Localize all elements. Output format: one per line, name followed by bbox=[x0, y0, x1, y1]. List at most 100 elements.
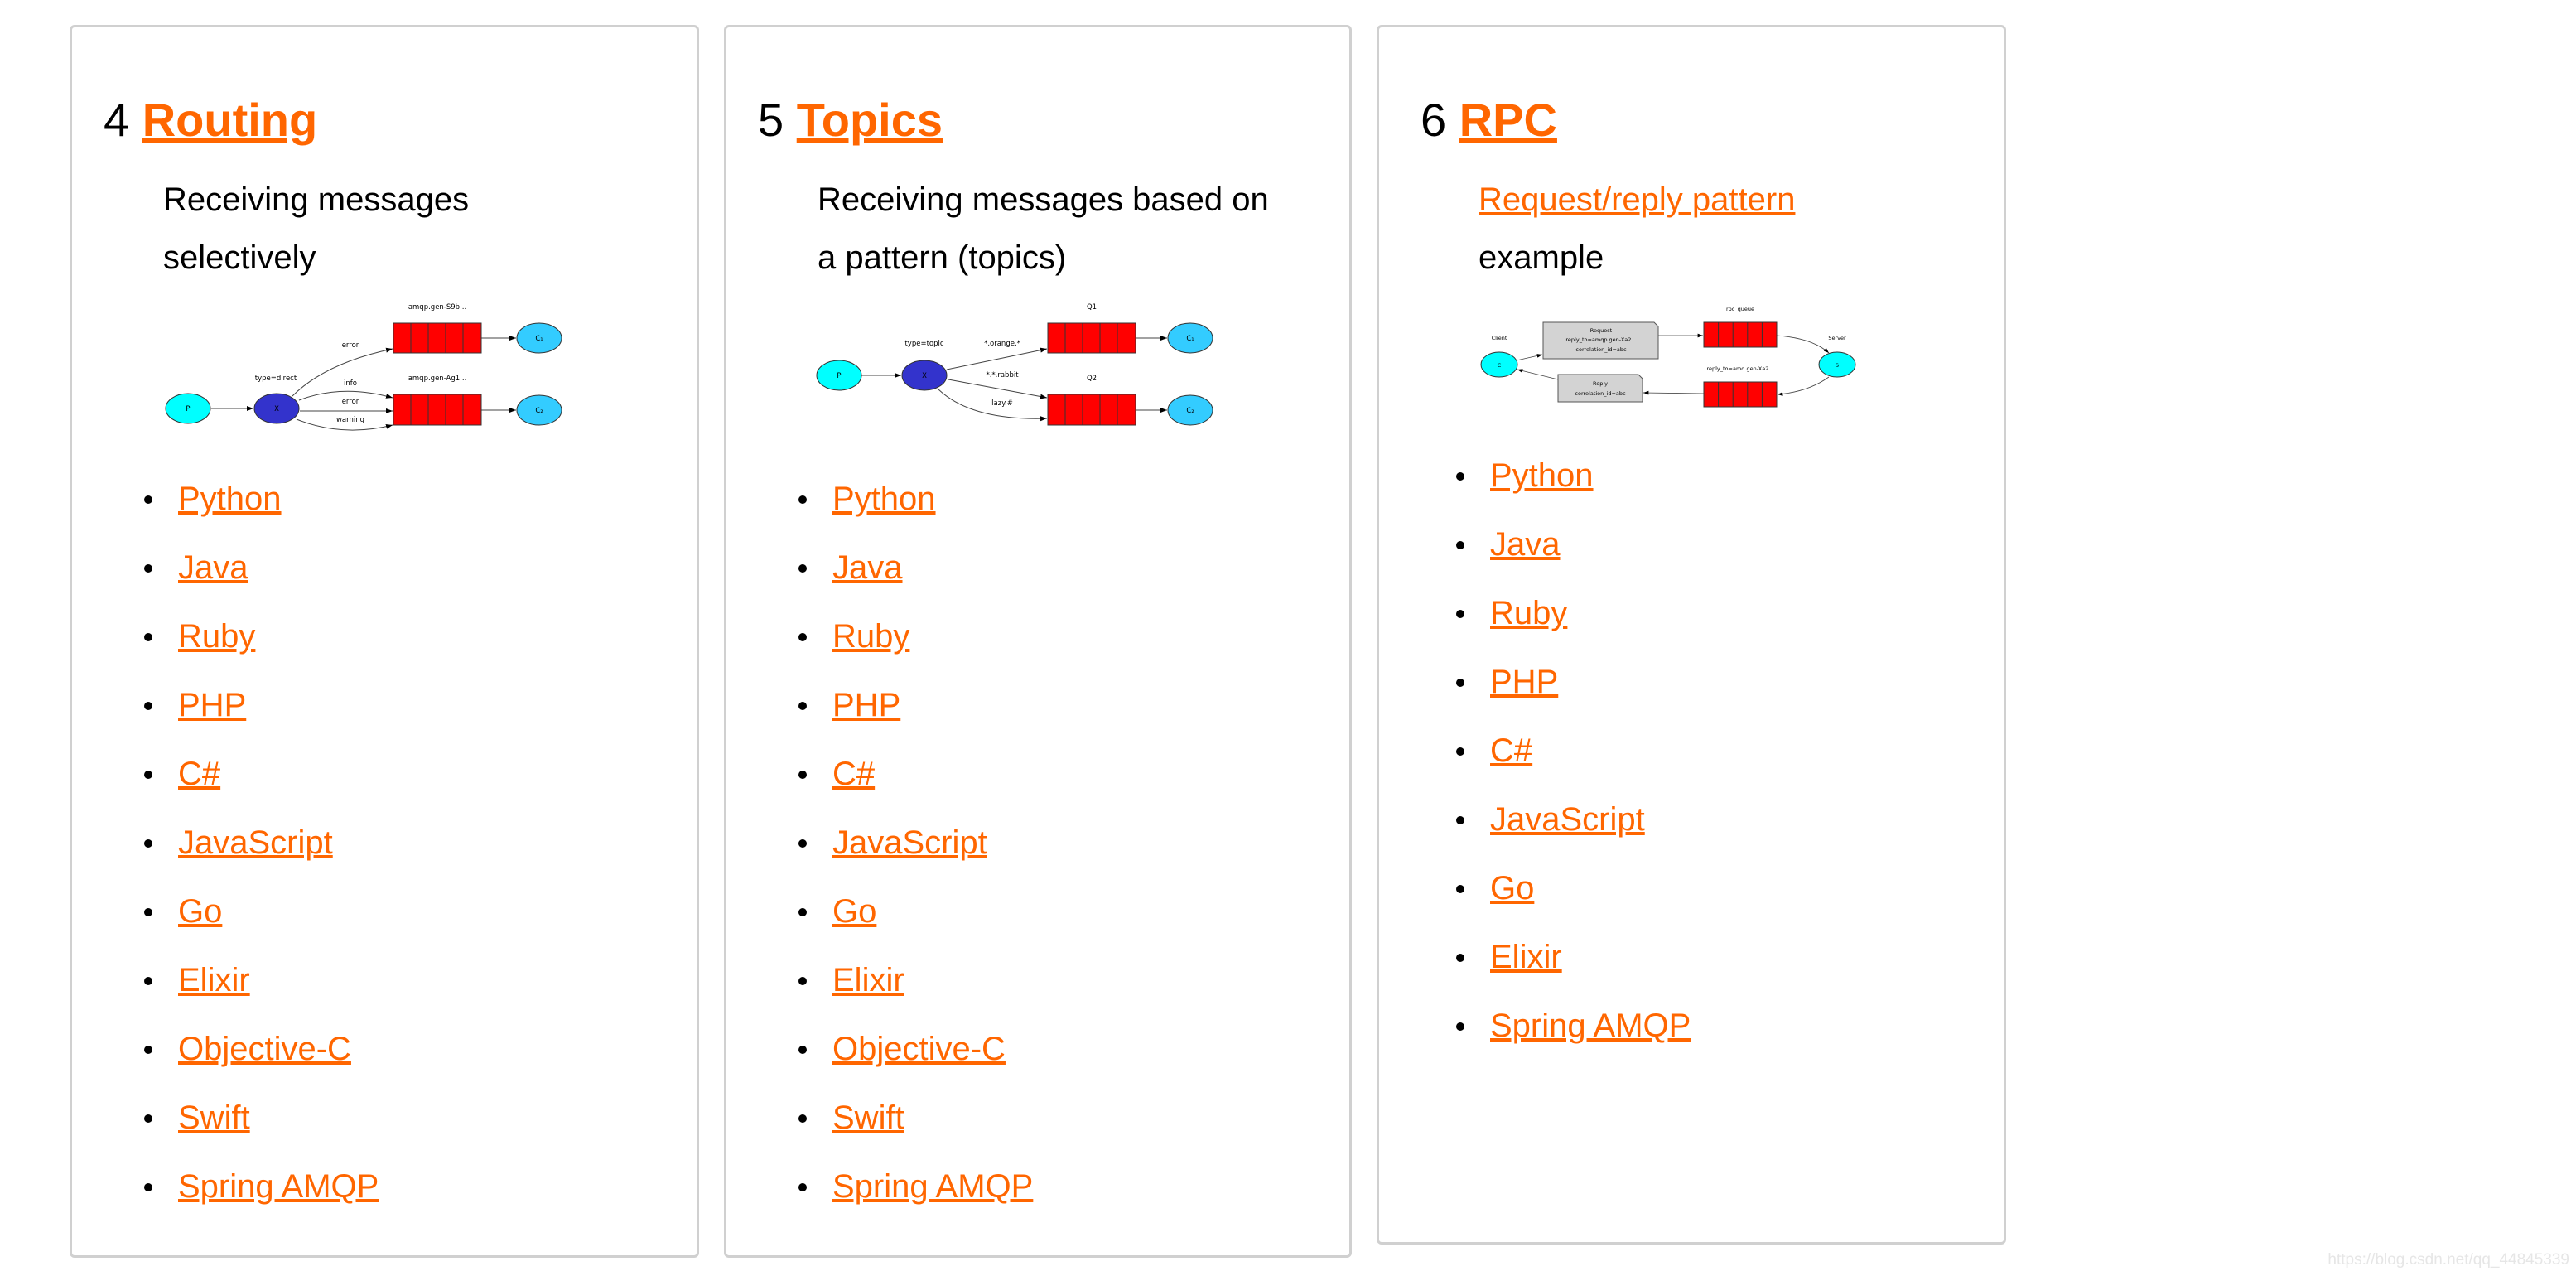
link-elixir[interactable]: Elixir bbox=[832, 962, 904, 998]
list-item: JavaScript bbox=[1384, 785, 1691, 854]
list-item: Elixir bbox=[726, 946, 1033, 1015]
reply-note-line: Reply bbox=[1593, 380, 1608, 387]
link-php[interactable]: PHP bbox=[832, 687, 901, 723]
link-spring-amqp[interactable]: Spring AMQP bbox=[832, 1168, 1034, 1205]
language-list: Python Java Ruby PHP C# JavaScript Go El… bbox=[726, 465, 1033, 1221]
exchange-type-label: type=direct bbox=[255, 375, 297, 383]
link-python[interactable]: Python bbox=[178, 481, 282, 517]
link-php[interactable]: PHP bbox=[178, 687, 247, 723]
link-go[interactable]: Go bbox=[832, 893, 877, 930]
request-note-line: correlation_id=abc bbox=[1575, 346, 1627, 353]
tutorial-number: 4 bbox=[104, 94, 130, 146]
link-javascript[interactable]: JavaScript bbox=[178, 824, 333, 861]
list-item: Python bbox=[726, 465, 1033, 534]
rpc-diagram: C Client S Server Request reply_to=amqp.… bbox=[1480, 306, 1856, 408]
list-item: C# bbox=[72, 740, 379, 809]
list-item: Objective-C bbox=[72, 1015, 379, 1084]
binding-label: error bbox=[342, 398, 359, 406]
list-item: Elixir bbox=[72, 946, 379, 1015]
list-item: C# bbox=[726, 740, 1033, 809]
request-note bbox=[1542, 321, 1659, 360]
link-objective-c[interactable]: Objective-C bbox=[832, 1031, 1006, 1067]
link-objective-c[interactable]: Objective-C bbox=[178, 1031, 351, 1067]
list-item: Java bbox=[726, 534, 1033, 602]
link-go[interactable]: Go bbox=[1490, 870, 1535, 906]
consumer-2-label: C₂ bbox=[1186, 407, 1194, 415]
list-item: JavaScript bbox=[726, 809, 1033, 877]
link-elixir[interactable]: Elixir bbox=[1490, 939, 1562, 975]
routing-diagram: P X C₁ C₂ amqp.gen-S9b... amqp.gen-Ag1..… bbox=[165, 303, 562, 431]
binding-label: warning bbox=[336, 416, 364, 424]
tutorial-card-topics: 5 Topics Receiving messages based on a p… bbox=[724, 25, 1352, 1258]
tutorial-card-routing: 4 Routing Receiving messages selectively… bbox=[70, 25, 699, 1258]
link-python[interactable]: Python bbox=[1490, 457, 1594, 494]
tutorial-card-rpc: 6 RPC Request/reply pattern example C Cl… bbox=[1377, 25, 2006, 1245]
binding-label: error bbox=[342, 341, 359, 350]
list-item: Elixir bbox=[1384, 923, 1691, 992]
list-item: Go bbox=[726, 877, 1033, 946]
link-ruby[interactable]: Ruby bbox=[1490, 595, 1568, 631]
server-node-label: S bbox=[1836, 362, 1839, 369]
queue-2-label: amqp.gen-Ag1... bbox=[408, 375, 467, 383]
binding-label: *.orange.* bbox=[984, 340, 1020, 348]
link-swift[interactable]: Swift bbox=[178, 1100, 250, 1136]
watermark: https://blog.csdn.net/qq_44845339 bbox=[2328, 1251, 2569, 1269]
list-item: Python bbox=[72, 465, 379, 534]
link-javascript[interactable]: JavaScript bbox=[1490, 801, 1645, 838]
binding-label: lazy.# bbox=[991, 399, 1013, 408]
topics-title-link[interactable]: Topics bbox=[796, 94, 943, 146]
exchange-node bbox=[901, 360, 948, 391]
queue-1-label: amqp.gen-S9b... bbox=[408, 303, 466, 312]
list-item: C# bbox=[1384, 717, 1691, 785]
link-go[interactable]: Go bbox=[178, 893, 223, 930]
producer-label: P bbox=[837, 372, 841, 380]
list-item: Spring AMQP bbox=[726, 1153, 1033, 1221]
reply-note-line: correlation_id=abc bbox=[1575, 390, 1626, 397]
language-list: Python Java Ruby PHP C# JavaScript Go El… bbox=[1384, 442, 1691, 1061]
queue-q2 bbox=[1047, 394, 1136, 426]
consumer-2-node bbox=[516, 394, 562, 426]
link-python[interactable]: Python bbox=[832, 481, 936, 517]
queue-q1-label: Q1 bbox=[1087, 303, 1097, 312]
link-spring-amqp[interactable]: Spring AMQP bbox=[1490, 1008, 1691, 1044]
producer-label: P bbox=[186, 405, 190, 413]
exchange-label: X bbox=[274, 405, 279, 413]
exchange-node bbox=[253, 393, 300, 424]
link-csharp[interactable]: C# bbox=[1490, 732, 1533, 769]
link-ruby[interactable]: Ruby bbox=[178, 618, 256, 655]
link-swift[interactable]: Swift bbox=[832, 1100, 904, 1136]
link-javascript[interactable]: JavaScript bbox=[832, 824, 987, 861]
routing-title-link[interactable]: Routing bbox=[142, 94, 318, 146]
topics-diagram: P X C₁ C₂ Q1 Q2 type=topic *.orange.* *.… bbox=[816, 303, 1213, 426]
link-csharp[interactable]: C# bbox=[832, 756, 876, 792]
link-java[interactable]: Java bbox=[178, 549, 248, 586]
consumer-1-label: C₁ bbox=[535, 335, 543, 343]
queue-q2-label: Q2 bbox=[1087, 375, 1097, 383]
reply-queue-label: reply_to=amq.gen-Xa2... bbox=[1706, 365, 1773, 372]
link-ruby[interactable]: Ruby bbox=[832, 618, 910, 655]
link-php[interactable]: PHP bbox=[1490, 664, 1559, 700]
link-spring-amqp[interactable]: Spring AMQP bbox=[178, 1168, 379, 1205]
link-java[interactable]: Java bbox=[1490, 526, 1561, 563]
link-java[interactable]: Java bbox=[832, 549, 903, 586]
reply-note bbox=[1557, 374, 1643, 403]
client-node bbox=[1480, 351, 1518, 378]
card-title: 5 Topics bbox=[758, 95, 943, 145]
card-title: 4 Routing bbox=[104, 95, 317, 145]
list-item: Swift bbox=[726, 1084, 1033, 1153]
link-elixir[interactable]: Elixir bbox=[178, 962, 250, 998]
server-node bbox=[1818, 351, 1856, 378]
list-item: Ruby bbox=[1384, 579, 1691, 648]
link-csharp[interactable]: C# bbox=[178, 756, 221, 792]
list-item: Python bbox=[1384, 442, 1691, 510]
list-item: PHP bbox=[726, 671, 1033, 740]
tutorial-number: 6 bbox=[1421, 94, 1447, 146]
consumer-1-node bbox=[1167, 322, 1213, 354]
consumer-1-node bbox=[516, 322, 562, 354]
request-reply-pattern-link[interactable]: Request/reply pattern bbox=[1479, 181, 1796, 218]
server-label: Server bbox=[1828, 335, 1846, 341]
queue-q1 bbox=[1047, 322, 1136, 354]
client-node-label: C bbox=[1498, 362, 1502, 369]
rpc-title-link[interactable]: RPC bbox=[1459, 94, 1557, 146]
client-label: Client bbox=[1492, 335, 1507, 341]
